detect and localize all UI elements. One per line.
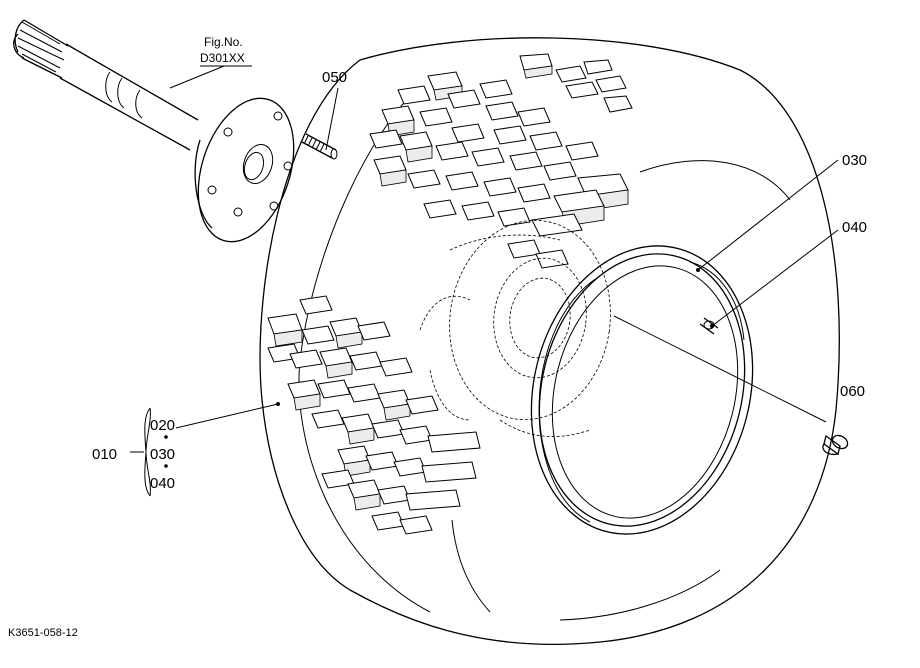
callout-050[interactable]: 050 [322,69,347,86]
callout-020[interactable]: 020 [150,417,175,434]
callout-040[interactable]: 040 [842,219,867,236]
lower-tread [267,295,481,535]
labels: Fig.No. D301XX 050 030 040 060 010 020 0… [8,35,867,639]
fig-no-value: D301XX [200,51,245,65]
axle-shaft[interactable] [13,19,338,254]
leader-lines [130,65,839,497]
hidden-hub [419,219,611,437]
callout-040-sub[interactable]: 040 [150,475,175,492]
callout-030[interactable]: 030 [842,152,867,169]
valve-cap[interactable] [822,433,850,456]
callout-060[interactable]: 060 [840,383,865,400]
upper-tread [369,53,633,269]
tire[interactable] [259,37,840,645]
fig-no-label: Fig.No. [204,35,243,49]
valve-stem[interactable] [699,317,719,335]
wheel-rim[interactable] [502,222,782,558]
callout-010[interactable]: 010 [92,446,117,463]
callout-030-sub[interactable]: 030 [150,446,175,463]
drawing-id: K3651-058-12 [8,627,78,639]
